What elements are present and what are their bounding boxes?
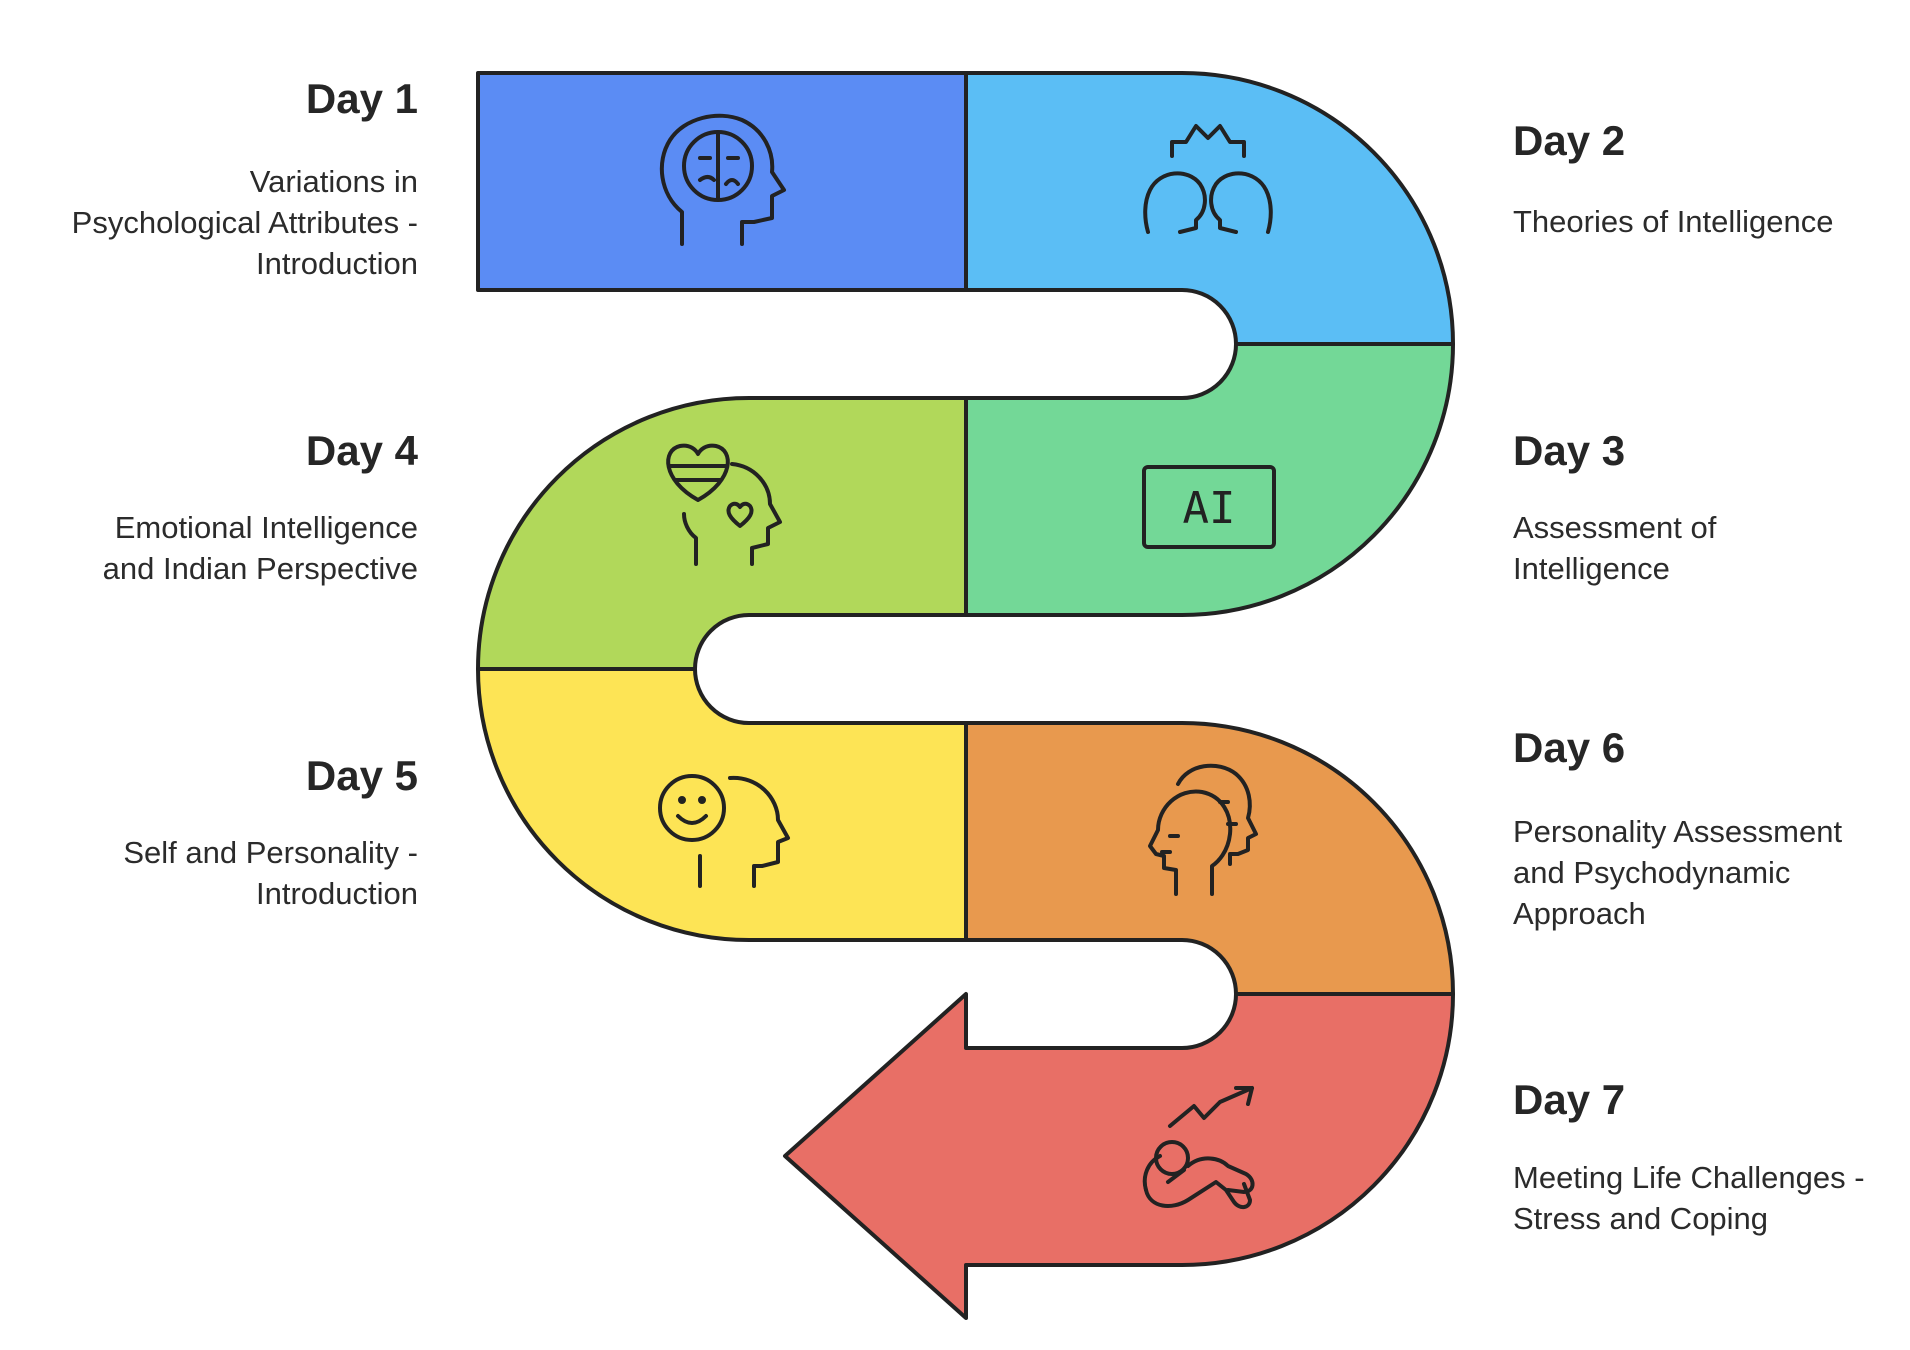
day4-desc-line1: Emotional Intelligence [115,510,418,545]
day3-desc-line2: Intelligence [1513,551,1670,586]
day1-desc-line2: Psychological Attributes - [72,205,418,240]
day5-desc-line1: Self and Personality - [123,835,418,870]
head-theater-mask-icon [659,113,786,246]
ai-label: AI [1183,483,1236,534]
day7-desc-line2: Stress and Coping [1513,1201,1768,1236]
two-heads-idea-icon [1143,124,1273,234]
day3-segment [964,342,1455,617]
day7-arrow-segment [783,992,1455,1320]
day1-label: Day 1 Variations in Psychological Attrib… [72,75,418,281]
heart-head-icon [666,443,782,566]
day2-segment [964,71,1455,346]
day7-desc-line1: Meeting Life Challenges - [1513,1160,1865,1195]
day4-label: Day 4 Emotional Intelligence and Indian … [103,427,419,586]
day6-segment [964,721,1455,996]
day4-desc-line2: and Indian Perspective [103,551,418,586]
day5-desc-line2: Introduction [256,876,418,911]
day2-label: Day 2 Theories of Intelligence [1513,117,1834,239]
day6-label: Day 6 Personality Assessment and Psychod… [1513,724,1842,931]
smiley-head-icon [658,774,790,888]
day2-title: Day 2 [1513,117,1625,164]
reclining-person-trend-icon [1142,1086,1255,1209]
day4-title: Day 4 [306,427,419,474]
day7-title: Day 7 [1513,1076,1625,1123]
day7-label: Day 7 Meeting Life Challenges - Stress a… [1513,1076,1865,1236]
day1-segment [476,71,968,292]
day3-title: Day 3 [1513,427,1625,474]
day2-desc-line1: Theories of Intelligence [1513,204,1834,239]
day4-segment [476,396,968,671]
day1-title: Day 1 [306,75,418,122]
day6-desc-line2: and Psychodynamic [1513,855,1790,890]
overlapping-heads-icon [1148,763,1258,896]
day5-label: Day 5 Self and Personality - Introductio… [123,752,418,911]
day1-desc-line3: Introduction [256,246,418,281]
day5-title: Day 5 [306,752,418,799]
day6-desc-line1: Personality Assessment [1513,814,1842,849]
day1-desc-line1: Variations in [250,164,418,199]
day6-title: Day 6 [1513,724,1625,771]
day3-desc-line1: Assessment of [1513,510,1717,545]
day3-label: Day 3 Assessment of Intelligence [1513,427,1717,586]
day6-desc-line3: Approach [1513,896,1646,931]
ai-chip-icon: AI [1142,465,1276,549]
